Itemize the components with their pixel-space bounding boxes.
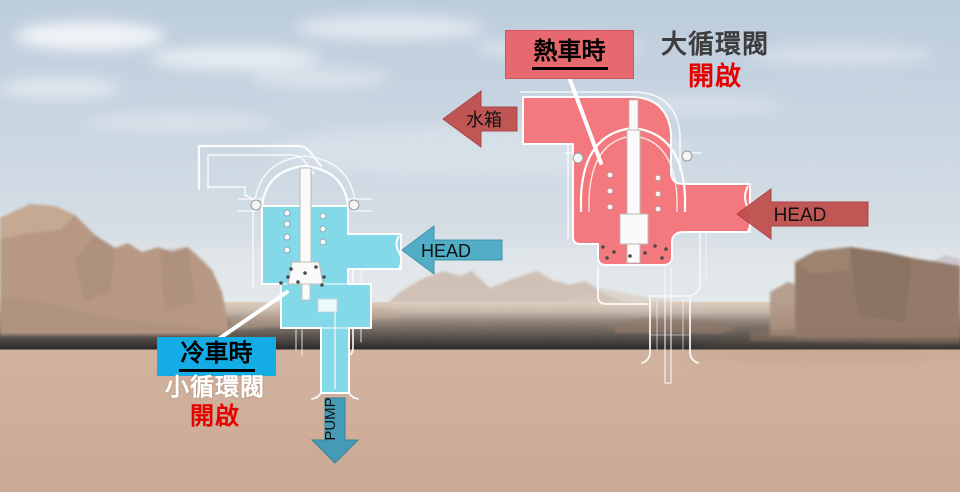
hot-callout-leader-line (567, 75, 603, 165)
cold-head-arrow-label: HEAD (421, 241, 471, 261)
spring-coils (283, 209, 327, 254)
cold-state-callout-text: 冷車時 (178, 340, 255, 373)
hot-state-callout-text: 熱車時 (531, 38, 608, 71)
valve-seat-dots (601, 244, 668, 260)
cold-state-callout: 冷車時 (157, 337, 276, 376)
sand-texture (0, 300, 960, 492)
radiator-arrow-icon: 水箱 (442, 90, 518, 148)
hot-head-arrow-label: HEAD (774, 205, 827, 226)
spring-coils (606, 171, 662, 213)
small-circulation-valve-label: 小循環閥 (165, 374, 265, 401)
cold-head-arrow-icon: HEAD (401, 225, 503, 275)
small-circulation-state-label: 開啟 (190, 403, 240, 430)
hot-state-callout: 熱車時 (505, 30, 634, 79)
valve-seat-dots (279, 265, 326, 287)
hot-valve-cross-section (519, 91, 752, 384)
large-circulation-state-label: 開啟 (687, 61, 742, 91)
radiator-arrow-label: 水箱 (466, 110, 502, 130)
pump-arrow-icon: PUMP (310, 397, 360, 464)
pump-arrow-label: PUMP (322, 397, 339, 440)
cold-valve-cross-section (197, 144, 403, 400)
large-circulation-valve-label: 大循環閥 (660, 29, 769, 59)
cold-callout-leader-line (215, 290, 289, 342)
hot-head-arrow-icon: HEAD (736, 188, 869, 240)
